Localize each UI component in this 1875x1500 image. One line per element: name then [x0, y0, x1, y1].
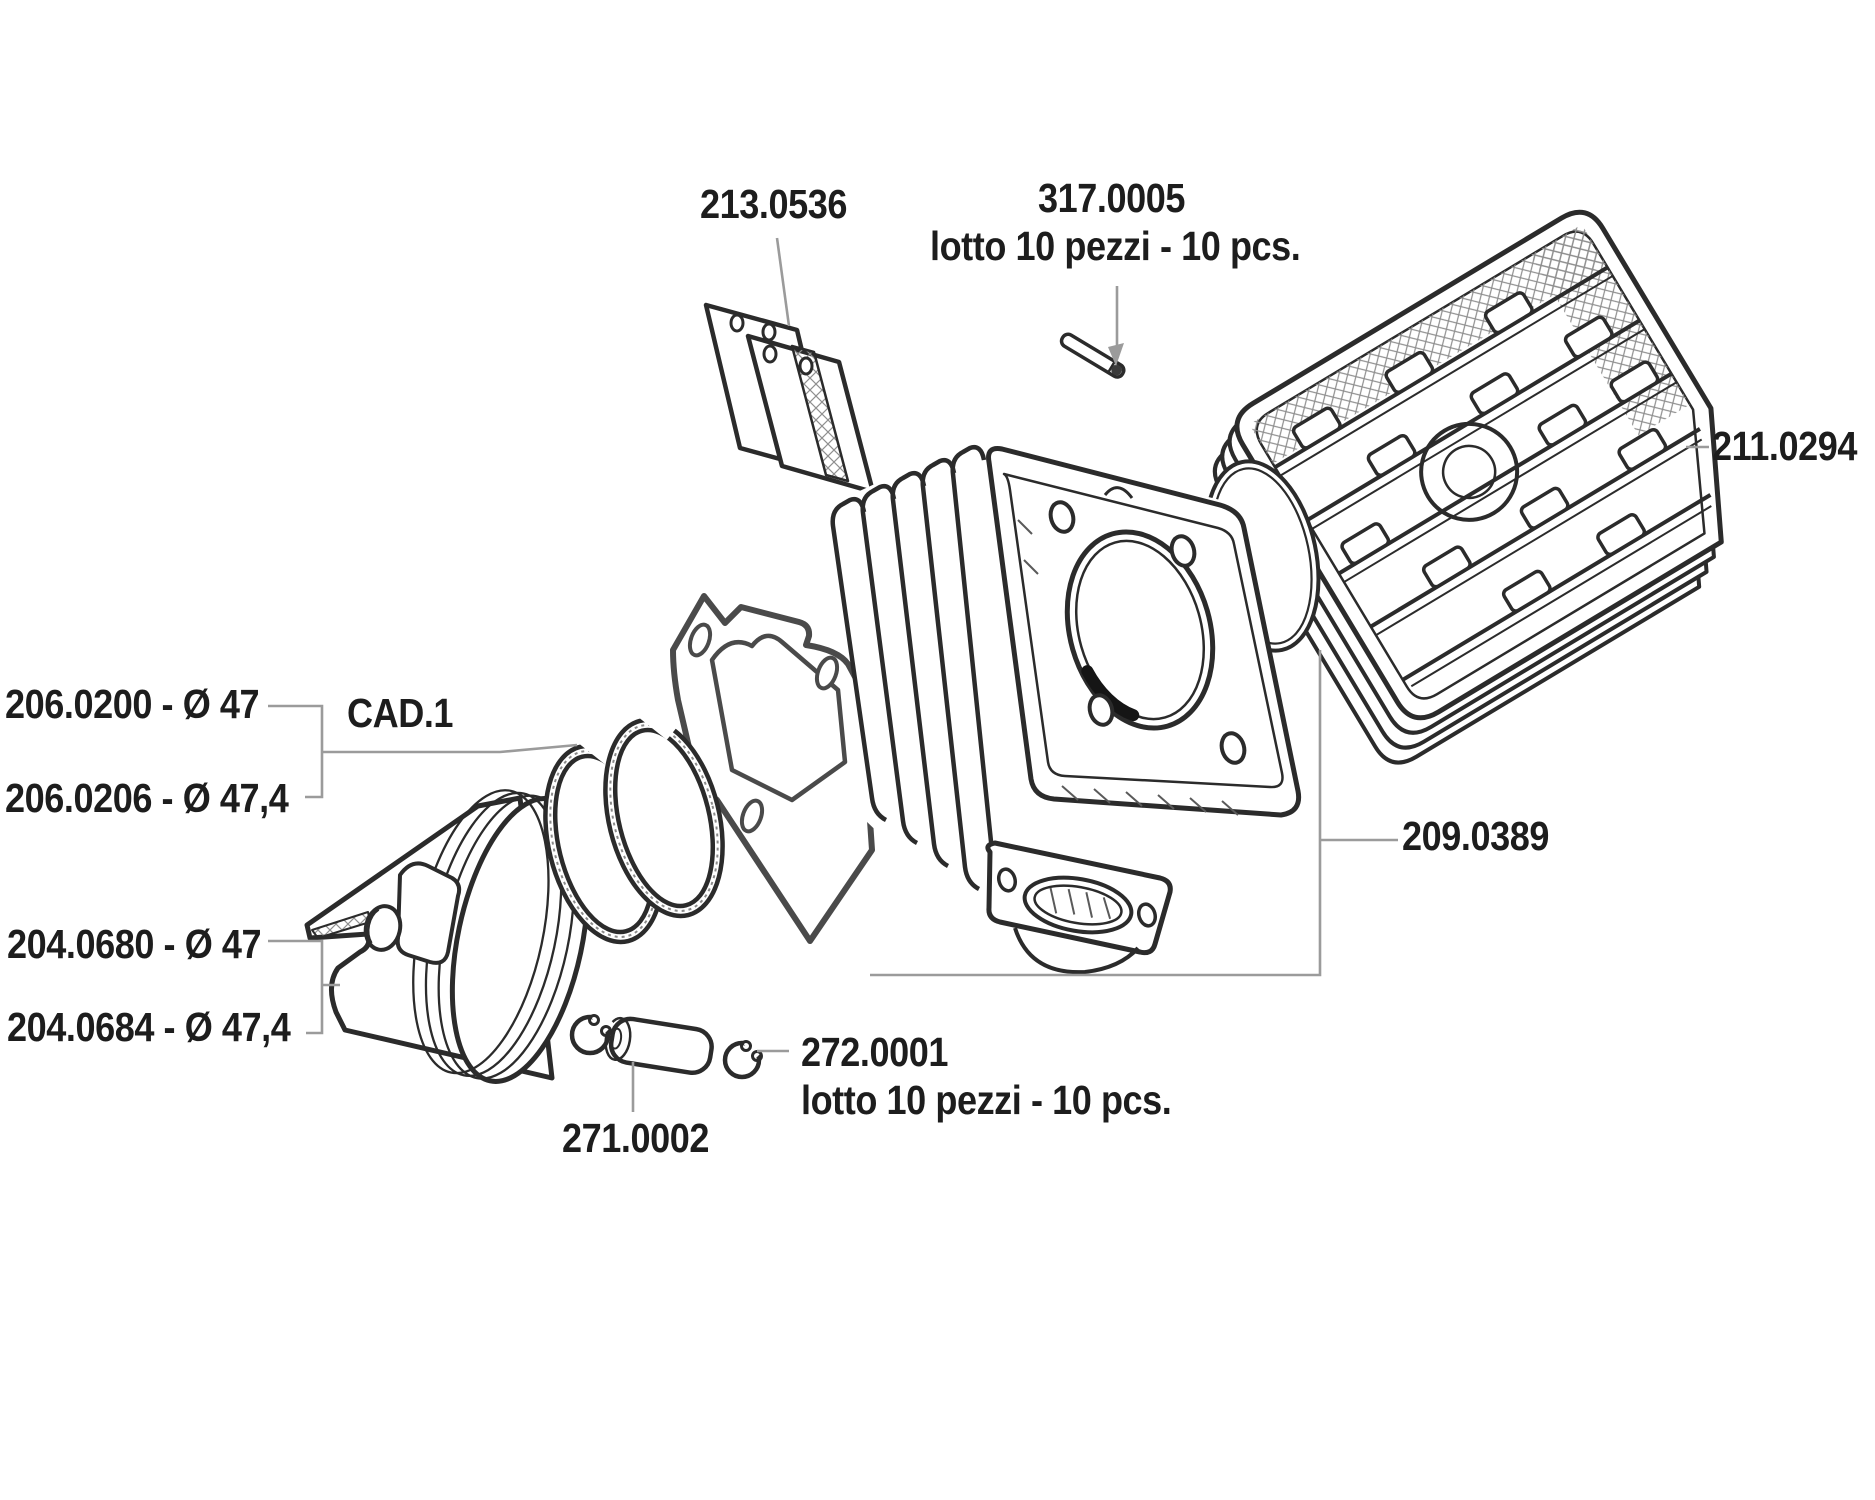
reed-plates-drawing — [703, 302, 876, 495]
label-reed-plates: 213.0536 — [700, 181, 847, 227]
label-rings-group-cad1: CAD.1 — [347, 690, 454, 736]
piston-rings-drawing — [543, 700, 725, 945]
leader-213 — [775, 237, 791, 327]
leader-lines — [268, 237, 1709, 1112]
bracket-204 — [268, 939, 324, 1035]
cylinder-drawing — [830, 438, 1305, 975]
label-rings-d47: 206.0200 - Ø 47 — [5, 681, 260, 727]
label-gasket-set: 209.0389 — [1402, 813, 1549, 859]
piston-pin-drawing — [604, 1016, 714, 1076]
leader-206-cad1 — [322, 743, 578, 754]
leader-317-arrowhead — [1108, 343, 1124, 366]
label-rings-d47-4: 206.0206 - Ø 47,4 — [5, 775, 289, 821]
label-stud-lot-note: lotto 10 pezzi - 10 pcs. — [930, 223, 1301, 269]
label-piston-pin: 271.0002 — [562, 1115, 709, 1161]
label-circlips-lot-note: lotto 10 pezzi - 10 pcs. — [801, 1077, 1172, 1123]
label-circlips: 272.0001 — [801, 1029, 948, 1075]
piston-drawing — [304, 789, 591, 1084]
cylinder-head-drawing — [1212, 209, 1724, 765]
leader-209-main — [870, 650, 1322, 977]
label-piston-d47: 204.0680 - Ø 47 — [7, 921, 262, 967]
label-piston-d47-4: 204.0684 - Ø 47,4 — [7, 1004, 291, 1050]
label-cylinder-head: 211.0294 — [1712, 423, 1857, 469]
label-stud: 317.0005 — [1038, 175, 1185, 221]
stud-drawing — [1059, 332, 1126, 379]
